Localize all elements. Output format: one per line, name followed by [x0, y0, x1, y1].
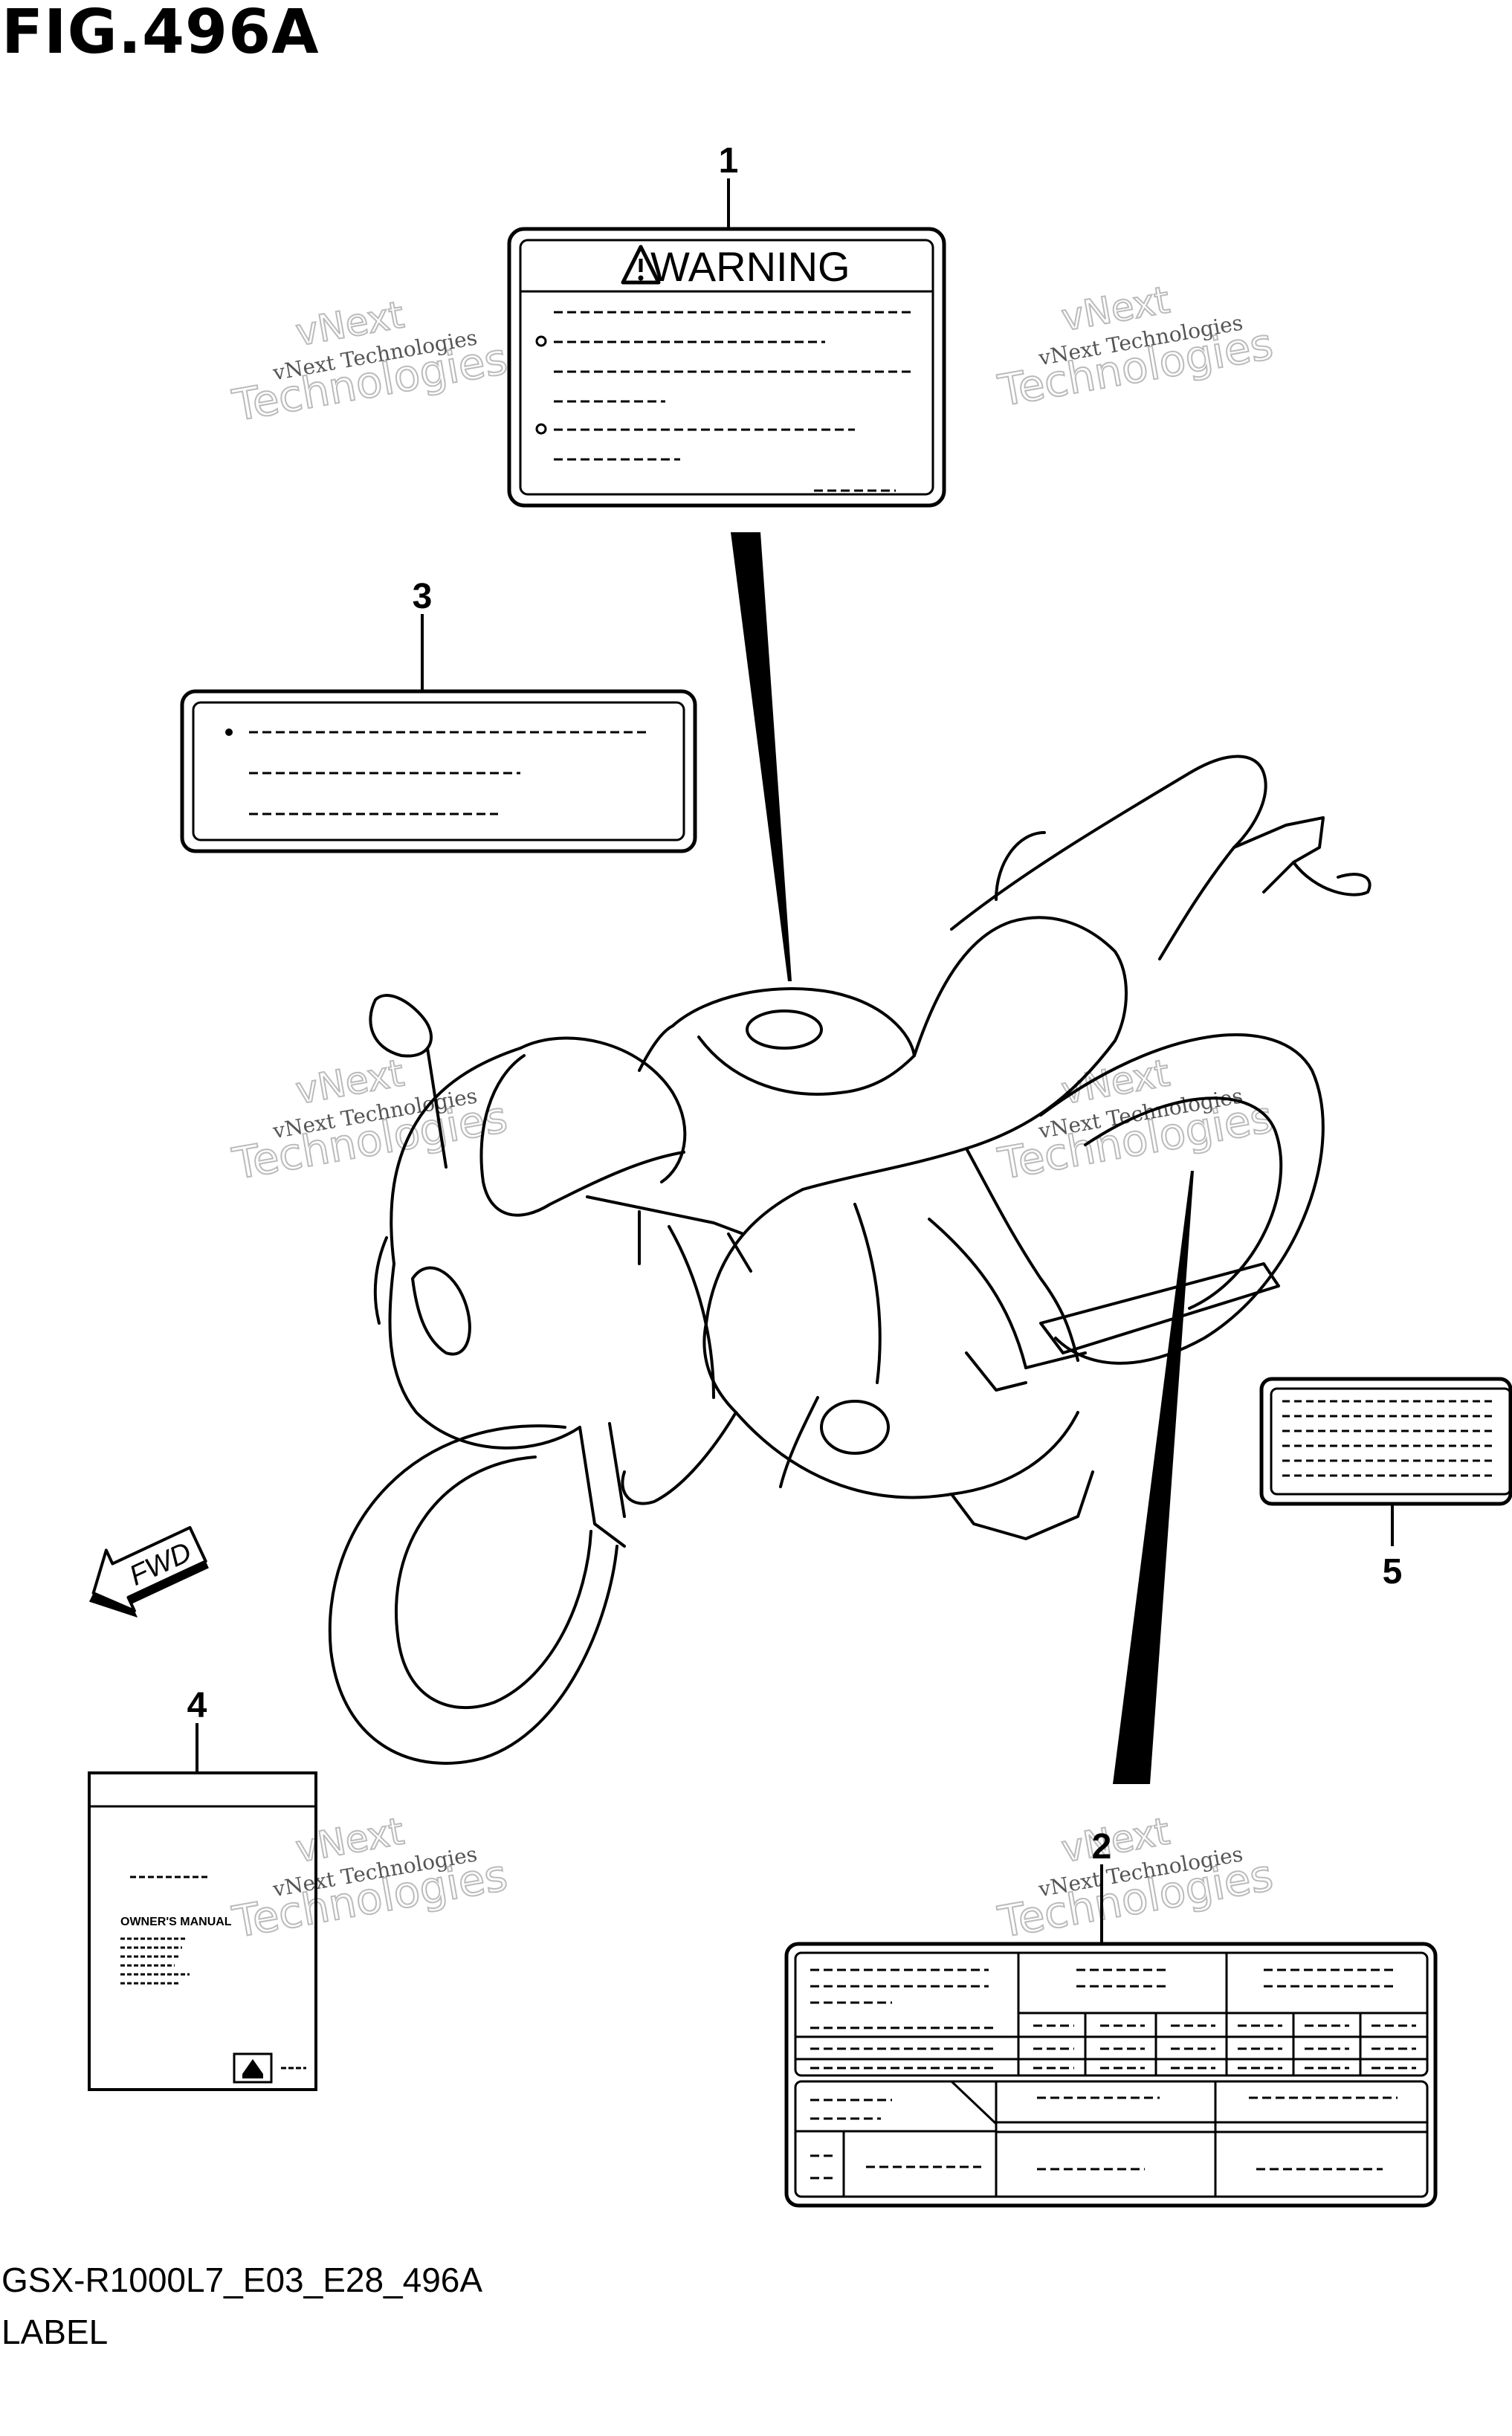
caution-label: 3	[180, 577, 697, 853]
owners-manual-label: 4 OWNER'S MANUAL	[88, 1686, 317, 2091]
warning-heading: WARNING	[650, 243, 850, 290]
watermark-6: vNext vNext Technologies Technologies	[994, 1809, 1278, 1948]
leader-1	[731, 532, 792, 981]
callout-2: 2	[1092, 1827, 1112, 1867]
callout-4: 4	[187, 1686, 207, 1725]
watermarks: vNext vNext Technologies Technologies vN…	[228, 277, 1278, 1948]
figure-title: FIG.496A	[1, 0, 320, 68]
watermark-4: vNext vNext Technologies Technologies	[994, 1050, 1278, 1190]
warning-label: 1 WARNING	[507, 141, 946, 508]
watermark-1: vNext vNext Technologies Technologies	[228, 292, 512, 432]
info-label-5: 5	[1259, 1377, 1512, 1592]
leader-2	[1113, 1171, 1194, 1784]
motorcycle-illustration	[328, 755, 1372, 1765]
warning-triangle-icon	[621, 245, 661, 285]
watermark-3: vNext vNext Technologies Technologies	[228, 1050, 512, 1190]
figure-name: LABEL	[1, 2313, 109, 2351]
callout-3: 3	[413, 577, 433, 616]
book-icon	[233, 2052, 273, 2084]
callout-1: 1	[719, 141, 739, 181]
watermark-2: vNext vNext Technologies Technologies	[994, 277, 1278, 417]
info-table-label: 2	[784, 1827, 1438, 2208]
fwd-direction-arrow: FWD	[88, 1525, 209, 1618]
figure-code: GSX-R1000L7_E03_E28_496A	[1, 2261, 483, 2299]
watermark-5: vNext vNext Technologies Technologies	[228, 1809, 512, 1948]
callout-5: 5	[1383, 1552, 1403, 1592]
manual-text: OWNER'S MANUAL	[120, 1916, 232, 1928]
